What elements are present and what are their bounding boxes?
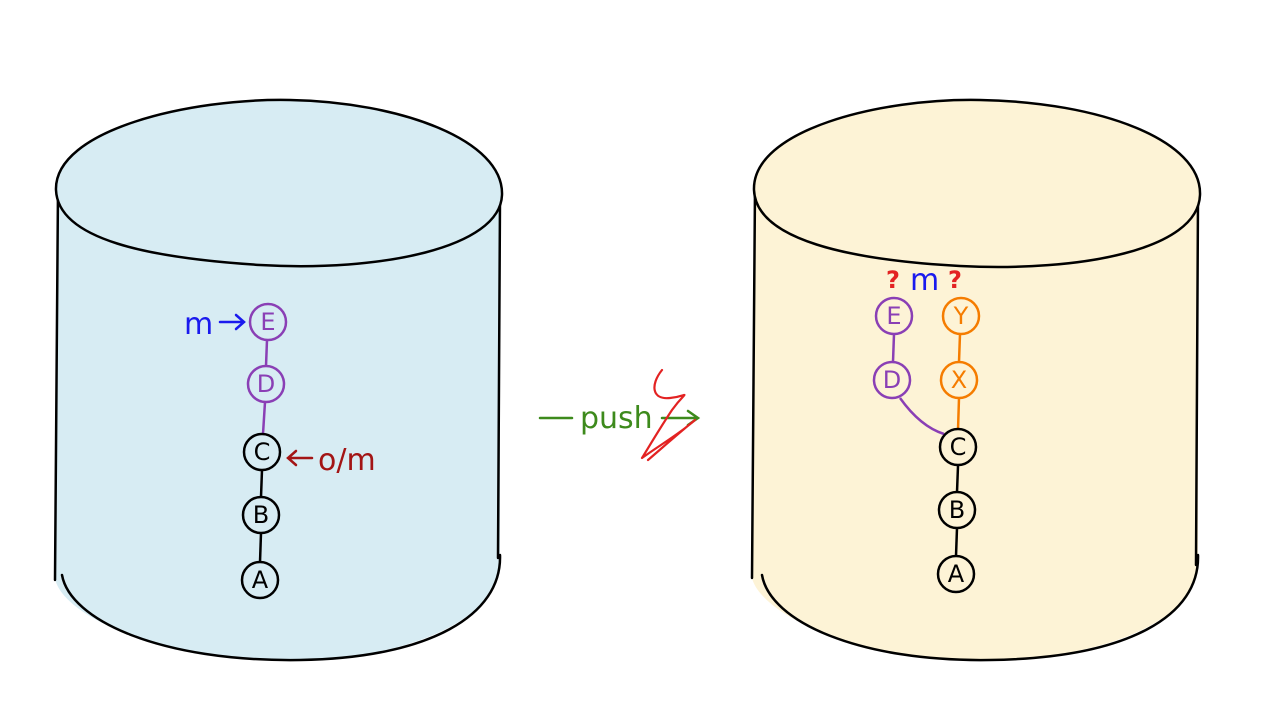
remote-tracking-label: o/m bbox=[318, 443, 376, 478]
edge-x-y bbox=[957, 333, 962, 363]
commit-node-d: D bbox=[246, 364, 286, 404]
commit-label-e: E bbox=[260, 308, 275, 336]
push-rejected-scribble bbox=[640, 368, 697, 462]
edge-a-b-remote bbox=[954, 527, 959, 557]
remote-commit-label-c: C bbox=[950, 433, 967, 461]
remote-repo-body bbox=[752, 190, 1198, 660]
remote-tracking-pointer: o/m bbox=[286, 443, 376, 478]
local-repo-cylinder bbox=[53, 98, 504, 662]
local-repo-body-outline bbox=[53, 186, 502, 662]
remote-commit-node-c: C bbox=[938, 427, 978, 467]
edge-a-b bbox=[258, 532, 263, 563]
remote-commit-label-a: A bbox=[948, 560, 965, 588]
remote-commit-graph: A B C D E X Y ? m ? bbox=[872, 263, 981, 594]
question-mark-left: ? bbox=[886, 266, 900, 294]
remote-repo-top bbox=[752, 98, 1202, 269]
remote-commit-label-d: D bbox=[883, 366, 901, 394]
edge-d-e-remote bbox=[891, 333, 896, 363]
question-mark-right: ? bbox=[948, 266, 962, 294]
remote-commit-node-e: E bbox=[874, 296, 914, 336]
remote-commit-node-y: Y bbox=[941, 296, 981, 336]
local-repo-top bbox=[54, 98, 504, 268]
commit-node-b: B bbox=[241, 495, 281, 535]
edge-b-c-remote bbox=[955, 465, 960, 493]
edge-c-x bbox=[956, 397, 961, 431]
remote-commit-node-b: B bbox=[937, 490, 977, 530]
edge-c-d-remote bbox=[898, 397, 945, 436]
remote-commit-label-b: B bbox=[949, 496, 965, 524]
commit-node-c: C bbox=[242, 432, 282, 472]
push-label: push bbox=[580, 401, 653, 436]
remote-commit-label-y: Y bbox=[953, 302, 969, 330]
local-branch-pointer: m bbox=[184, 307, 246, 342]
commit-label-c: C bbox=[254, 438, 271, 466]
local-branch-label: m bbox=[184, 307, 213, 342]
remote-branch-label: m bbox=[910, 263, 939, 298]
edge-c-d bbox=[261, 401, 267, 435]
local-repo-body bbox=[55, 190, 500, 660]
commit-label-d: D bbox=[257, 370, 275, 398]
edge-d-e bbox=[264, 339, 269, 367]
remote-repo-cylinder bbox=[750, 98, 1202, 662]
remote-commit-node-a: A bbox=[936, 554, 976, 594]
remote-commit-label-e: E bbox=[886, 302, 901, 330]
remote-repo-body-outline bbox=[750, 186, 1200, 662]
remote-commit-label-x: X bbox=[951, 366, 967, 394]
remote-branch-ambiguity: ? m ? bbox=[886, 263, 962, 298]
commit-label-a: A bbox=[252, 566, 269, 594]
local-branch-arrow bbox=[218, 313, 246, 331]
local-commit-graph: A B C D E m o/m bbox=[184, 302, 376, 600]
remote-commit-node-x: X bbox=[939, 360, 979, 400]
push-arrow-group: push bbox=[538, 368, 701, 462]
commit-label-b: B bbox=[253, 501, 269, 529]
remote-commit-node-d: D bbox=[872, 360, 912, 400]
commit-node-e: E bbox=[248, 302, 288, 342]
edge-b-c bbox=[259, 469, 264, 498]
remote-tracking-arrow bbox=[286, 449, 314, 467]
commit-node-a: A bbox=[240, 560, 280, 600]
